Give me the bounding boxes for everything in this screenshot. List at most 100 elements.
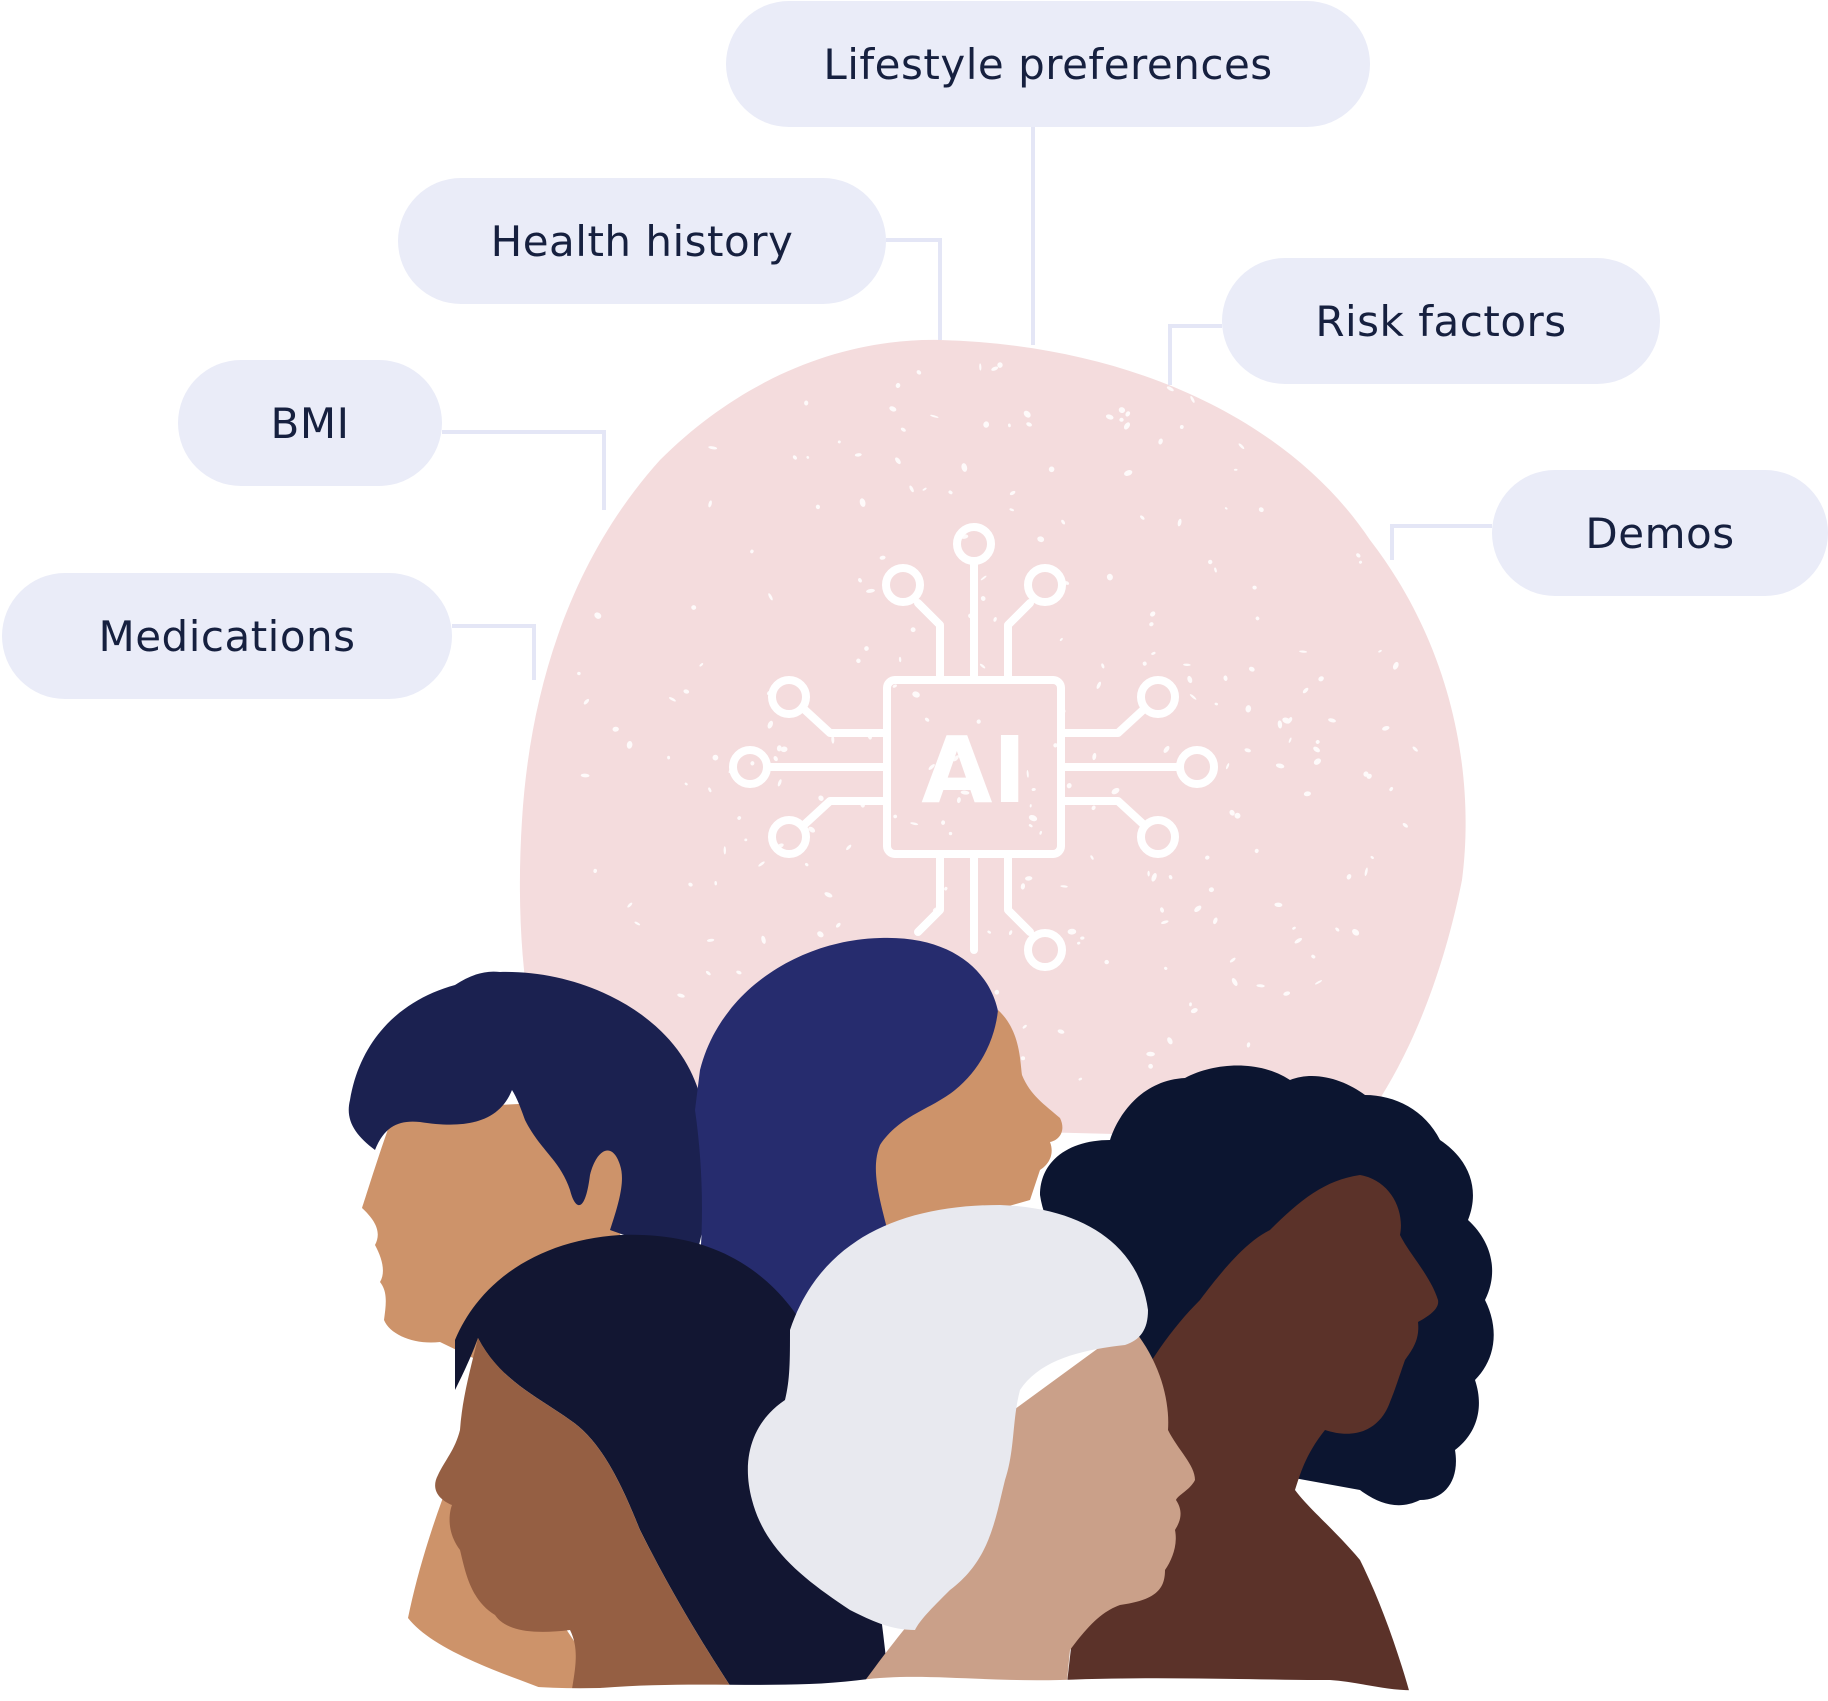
- speckle: [684, 782, 688, 786]
- speckle: [708, 787, 712, 793]
- speckle: [1311, 954, 1316, 959]
- speckle: [1363, 771, 1369, 777]
- speckle: [594, 612, 602, 619]
- speckle: [1234, 812, 1241, 819]
- speckle: [1246, 1042, 1251, 1048]
- speckle: [879, 555, 886, 560]
- input-label: BMI: [270, 398, 350, 448]
- input-bmi: BMI: [178, 360, 442, 486]
- speckle: [977, 791, 981, 797]
- speckle: [583, 698, 590, 705]
- speckle: [1163, 745, 1170, 753]
- speckle: [706, 938, 715, 942]
- speckle: [758, 861, 765, 867]
- speckle: [1328, 718, 1336, 723]
- speckle: [683, 689, 690, 694]
- speckle: [1161, 920, 1169, 925]
- speckle: [1061, 519, 1066, 525]
- speckle: [1382, 726, 1390, 731]
- speckle: [1288, 737, 1292, 743]
- speckle: [1147, 870, 1150, 877]
- speckle: [1057, 1029, 1065, 1034]
- speckle: [987, 930, 992, 934]
- speckle: [1392, 661, 1399, 670]
- speckle: [993, 616, 997, 622]
- speckle: [1303, 791, 1311, 797]
- speckle: [1146, 1051, 1155, 1057]
- input-lifestyle-preferences: Lifestyle preferences: [726, 1, 1370, 127]
- speckle: [773, 756, 778, 762]
- speckle: [1214, 702, 1219, 706]
- speckle: [1151, 873, 1157, 882]
- speckle: [1233, 468, 1238, 471]
- speckle: [1118, 407, 1126, 414]
- speckle: [1092, 752, 1097, 761]
- speckle: [776, 745, 782, 752]
- speckle: [1378, 649, 1382, 653]
- speckle: [948, 831, 953, 836]
- speckle: [1090, 855, 1094, 860]
- speckle: [1213, 917, 1218, 925]
- speckle: [1389, 787, 1394, 792]
- speckle: [804, 400, 809, 406]
- speckle: [577, 671, 581, 676]
- speckle: [1370, 856, 1374, 859]
- speckle: [1299, 650, 1308, 653]
- speckle: [930, 414, 939, 418]
- speckle: [1346, 874, 1352, 880]
- speckle: [1168, 875, 1173, 880]
- speckle: [1164, 966, 1168, 970]
- speckle: [979, 363, 982, 371]
- speckle: [858, 578, 862, 583]
- speckle: [1314, 980, 1323, 985]
- speckle: [912, 691, 920, 698]
- speckle: [1159, 907, 1165, 913]
- speckle: [1029, 804, 1032, 808]
- speckle: [1364, 867, 1368, 877]
- speckle: [1148, 1063, 1154, 1069]
- speckle: [1229, 957, 1236, 963]
- speckle: [1277, 720, 1283, 729]
- speckle: [922, 487, 927, 491]
- speckle: [768, 593, 773, 601]
- speckle: [1245, 705, 1252, 713]
- speckle: [1315, 739, 1320, 744]
- speckle: [1151, 651, 1156, 655]
- speckle: [953, 780, 960, 786]
- input-health-history: Health history: [398, 178, 886, 304]
- connector-demos: [1390, 524, 1492, 560]
- input-label: Medications: [98, 611, 356, 661]
- speckle: [916, 370, 922, 375]
- speckle: [1111, 787, 1120, 795]
- speckle: [744, 838, 748, 842]
- speckle: [723, 846, 727, 855]
- input-label: Risk factors: [1315, 296, 1567, 346]
- speckle: [1190, 1008, 1198, 1014]
- person-white-hair: [747, 1205, 1195, 1701]
- speckle: [1318, 676, 1324, 682]
- speckle: [1335, 927, 1340, 932]
- speckle: [1028, 824, 1033, 828]
- speckle: [846, 844, 852, 851]
- speckle: [910, 627, 916, 633]
- speckle: [854, 453, 862, 457]
- speckle: [983, 421, 990, 428]
- speckle: [1067, 928, 1077, 935]
- speckle: [627, 902, 633, 908]
- speckle: [804, 862, 809, 867]
- speckle: [1189, 694, 1197, 700]
- speckle: [1080, 936, 1085, 940]
- speckle: [961, 463, 968, 472]
- connector-risk: [1168, 324, 1222, 385]
- speckle: [1244, 748, 1251, 753]
- speckle: [1223, 675, 1228, 681]
- speckle: [705, 970, 711, 976]
- input-label: Demos: [1585, 508, 1735, 558]
- speckle: [1275, 763, 1285, 769]
- speckle: [980, 596, 986, 601]
- speckle: [1023, 410, 1031, 418]
- speckle: [1274, 902, 1283, 908]
- speckle: [1207, 559, 1213, 565]
- speckle: [1026, 422, 1032, 427]
